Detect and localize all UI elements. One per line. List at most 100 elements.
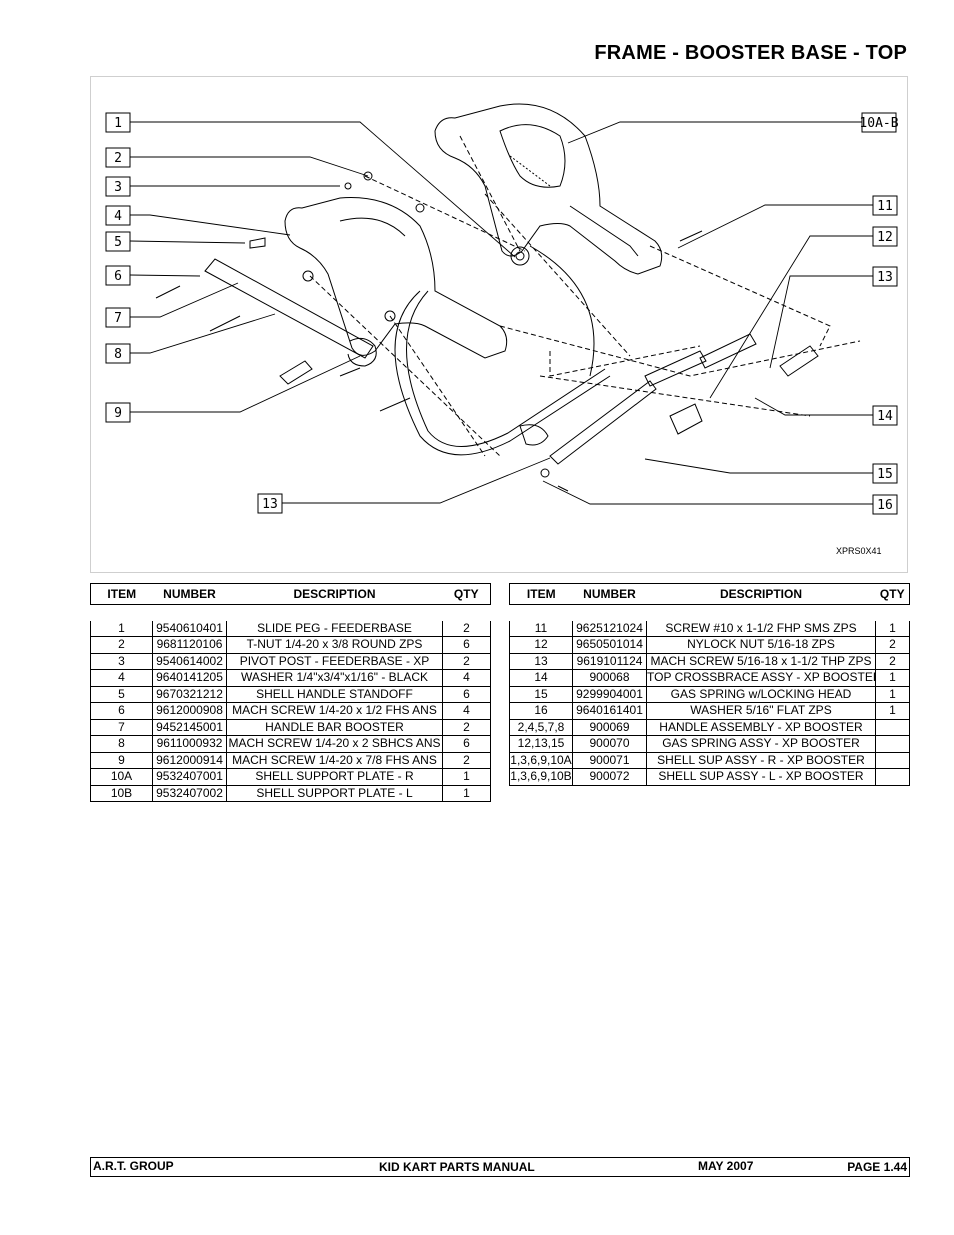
cell-description: NYLOCK NUT 5/16-18 ZPS — [646, 636, 876, 654]
cell-number: 9640141205 — [152, 669, 227, 687]
footer-manual-title: KID KART PARTS MANUAL — [379, 1160, 535, 1174]
cell-number: 9540614002 — [152, 653, 227, 670]
callout-label: 9 — [114, 406, 122, 421]
col-header-number: NUMBER — [572, 583, 647, 605]
callout-label: 2 — [114, 151, 122, 166]
callout-label: 11 — [877, 199, 893, 214]
exploded-parts-diagram: 1 2 3 4 5 6 7 8 9 13 10A-B 11 12 13 14 1… — [90, 76, 908, 573]
cell-description: HANDLE BAR BOOSTER — [226, 719, 443, 736]
table-header-row: ITEM NUMBER DESCRIPTION QTY — [90, 583, 491, 605]
cell-qty: 2 — [442, 719, 491, 736]
cell-qty: 1 — [442, 785, 491, 802]
cell-item: 7 — [90, 719, 153, 736]
cell-number: 9670321212 — [152, 686, 227, 703]
cell-item: 1,3,6,9,10B — [509, 768, 573, 786]
cell-item: 12,13,15 — [509, 735, 573, 753]
cell-item: 1 — [90, 620, 153, 637]
cell-item: 8 — [90, 735, 153, 753]
callout-label: 7 — [114, 311, 122, 326]
callout-label: 13 — [877, 270, 893, 285]
footer-date: MAY 2007 — [698, 1159, 754, 1173]
cell-description: MACH SCREW 5/16-18 x 1-1/2 THP ZPS — [646, 653, 876, 670]
cell-item: 10B — [90, 785, 153, 802]
cell-description: SHELL SUP ASSY - R - XP BOOSTER — [646, 752, 876, 769]
cell-description: WASHER 1/4"x3/4"x1/16" - BLACK — [226, 669, 443, 687]
callout-label: 12 — [877, 230, 893, 245]
cell-qty: 2 — [875, 653, 910, 670]
cell-number: 9681120106 — [152, 636, 227, 654]
footer-page-number: PAGE 1.44 — [847, 1160, 907, 1174]
cell-description: MACH SCREW 1/4-20 x 7/8 FHS ANS — [226, 752, 443, 769]
cell-item: 6 — [90, 702, 153, 720]
cell-qty: 1 — [875, 686, 910, 703]
cell-item: 11 — [509, 620, 573, 637]
cell-description: HANDLE ASSEMBLY - XP BOOSTER — [646, 719, 876, 736]
col-header-description: DESCRIPTION — [226, 583, 443, 605]
cell-qty — [875, 752, 910, 769]
cell-qty: 2 — [442, 752, 491, 769]
footer-company: A.R.T. GROUP — [93, 1159, 174, 1173]
cell-number: 900072 — [572, 768, 647, 786]
callout-label: 6 — [114, 269, 122, 284]
callout-label: 13 — [262, 497, 278, 512]
cell-item: 5 — [90, 686, 153, 703]
cell-description: GAS SPRING ASSY - XP BOOSTER — [646, 735, 876, 753]
cell-qty: 1 — [442, 768, 491, 786]
cell-qty: 2 — [442, 620, 491, 637]
cell-description: SHELL SUPPORT PLATE - L — [226, 785, 443, 802]
callout-label: 1 — [114, 116, 122, 131]
diagram-svg: 1 2 3 4 5 6 7 8 9 13 10A-B 11 12 13 14 1… — [90, 76, 908, 573]
col-header-number: NUMBER — [152, 583, 227, 605]
cell-qty: 2 — [875, 636, 910, 654]
cell-number: 9625121024 — [572, 620, 647, 637]
cell-description: SHELL SUPPORT PLATE - R — [226, 768, 443, 786]
callout-label: 10A-B — [859, 116, 898, 131]
cell-number: 9650501014 — [572, 636, 647, 654]
cell-number: 9452145001 — [152, 719, 227, 736]
col-header-item: ITEM — [509, 583, 573, 605]
cell-description: GAS SPRING w/LOCKING HEAD — [646, 686, 876, 703]
table-spacer — [91, 605, 491, 621]
col-header-qty: QTY — [442, 583, 491, 605]
cell-item: 16 — [509, 702, 573, 720]
cell-description: SHELL SUP ASSY - L - XP BOOSTER — [646, 768, 876, 786]
cell-qty: 1 — [875, 620, 910, 637]
drawing-code: XPRS0X41 — [836, 546, 882, 556]
cell-number: 9540610401 — [152, 620, 227, 637]
col-header-description: DESCRIPTION — [646, 583, 876, 605]
table-header-row: ITEM NUMBER DESCRIPTION QTY — [509, 583, 910, 605]
cell-description: SHELL HANDLE STANDOFF — [226, 686, 443, 703]
cell-description: SLIDE PEG - FEEDERBASE — [226, 620, 443, 637]
cell-qty: 1 — [875, 669, 910, 687]
cell-number: 900070 — [572, 735, 647, 753]
cell-qty — [875, 719, 910, 736]
page-title: FRAME - BOOSTER BASE - TOP — [594, 42, 907, 64]
cell-item: 9 — [90, 752, 153, 769]
callout-boxes — [105, 112, 898, 515]
cell-item: 2,4,5,7,8 — [509, 719, 573, 736]
cell-number: 9532407001 — [152, 768, 227, 786]
cell-description: WASHER 5/16" FLAT ZPS — [646, 702, 876, 720]
cell-number: 9611000932 — [152, 735, 227, 753]
cell-number: 9640161401 — [572, 702, 647, 720]
cell-qty: 1 — [875, 702, 910, 720]
cell-number: 9612000914 — [152, 752, 227, 769]
cell-description: MACH SCREW 1/4-20 x 2 SBHCS ANS — [226, 735, 443, 753]
